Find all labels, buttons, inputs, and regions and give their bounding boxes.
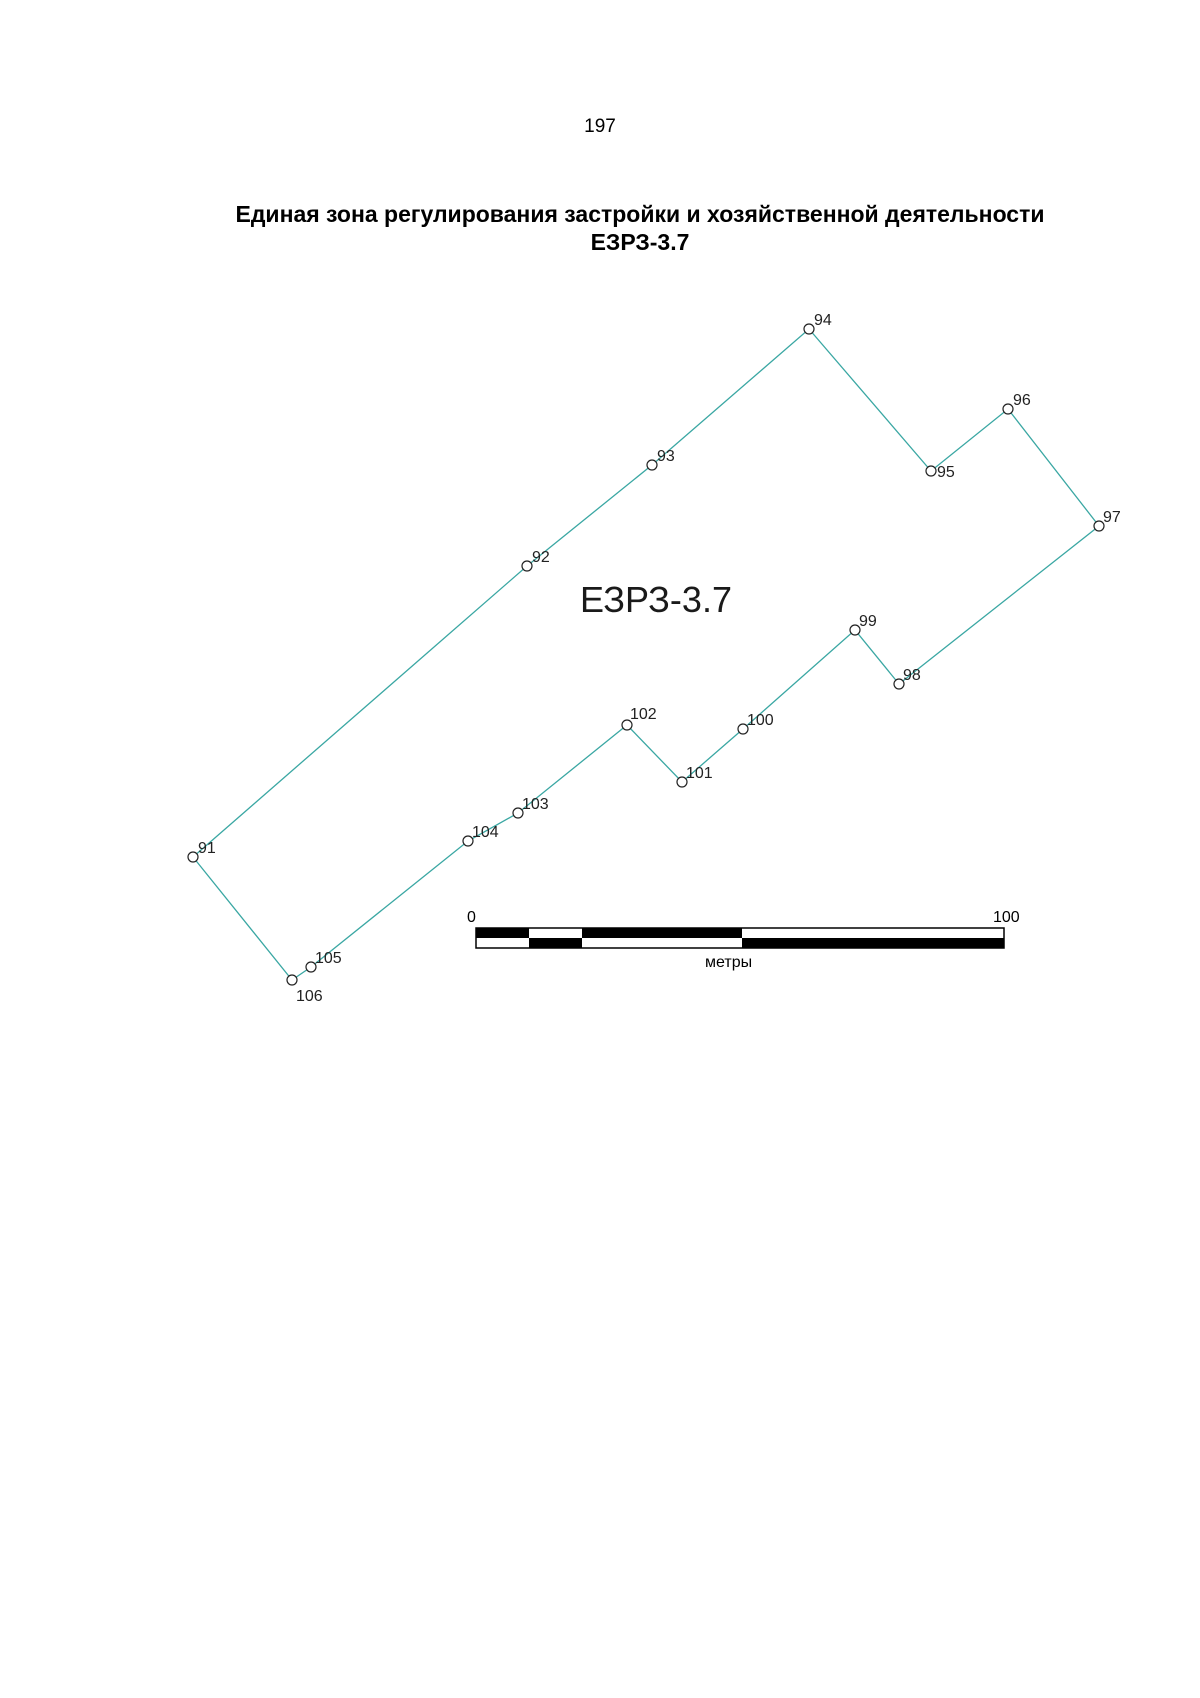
point-marker [737,723,749,735]
page-title: Единая зона регулирования застройки и хо… [60,200,1200,256]
point-marker [1002,403,1014,415]
point-marker [621,719,633,731]
point-label: 101 [686,765,713,782]
point-marker [1093,520,1105,532]
point-label: 106 [296,988,323,1005]
point-marker [893,678,905,690]
scale-seg [582,928,742,938]
point-marker [803,323,815,335]
boundary-point-106: 106 [286,974,323,1005]
page-number: 197 [584,116,616,137]
point-label: 104 [472,824,499,841]
zone-boundary [192,328,1100,981]
point-label: 93 [657,448,675,465]
boundary-point-95: 95 [925,464,955,481]
point-label: 95 [937,464,955,481]
point-marker [646,459,658,471]
point-marker [512,807,524,819]
boundary-point-92: 92 [521,549,550,572]
boundary-point-99: 99 [849,613,877,636]
point-marker [286,974,298,986]
point-label: 103 [522,796,549,813]
boundary-point-103: 103 [512,796,549,819]
point-label: 105 [315,950,342,967]
scale-unit-label: метры [705,954,752,971]
point-marker [305,961,317,973]
point-label: 98 [903,667,921,684]
boundary-point-93: 93 [646,448,675,471]
point-label: 102 [630,706,657,723]
point-label: 91 [198,840,216,857]
point-label: 94 [814,312,832,329]
boundary-point-104: 104 [462,824,499,847]
boundary-point-105: 105 [305,950,342,973]
scale-seg [742,938,1004,948]
point-marker [849,624,861,636]
point-marker [187,851,199,863]
scale-max-label: 100 [993,909,1020,926]
zone-label: ЕЗРЗ-3.7 [580,579,732,620]
point-marker [462,835,474,847]
point-label: 96 [1013,392,1031,409]
boundary-point-94: 94 [803,312,832,335]
scale-bar: 0 100 метры [467,909,1020,971]
scale-seg [529,938,582,948]
boundary-point-98: 98 [893,667,921,690]
boundary-point-102: 102 [621,706,657,731]
point-label: 100 [747,712,774,729]
point-marker [521,560,533,572]
scale-min-label: 0 [467,909,476,926]
boundary-point-97: 97 [1093,509,1121,532]
scale-seg [476,928,529,938]
boundary-point-96: 96 [1002,392,1031,415]
point-label: 92 [532,549,550,566]
boundary-point-91: 91 [187,840,216,863]
boundary-point-100: 100 [737,712,774,735]
boundary-points: 91 92 93 94 95 96 97 98 99 100 101 102 103 104 105 106 [187,312,1121,1005]
title-line-2: ЕЗРЗ-3.7 [590,229,690,255]
point-marker [676,776,688,788]
point-marker [925,465,937,477]
point-label: 97 [1103,509,1121,526]
title-line-1: Единая зона регулирования застройки и хо… [235,201,1045,227]
boundary-point-101: 101 [676,765,713,788]
point-label: 99 [859,613,877,630]
